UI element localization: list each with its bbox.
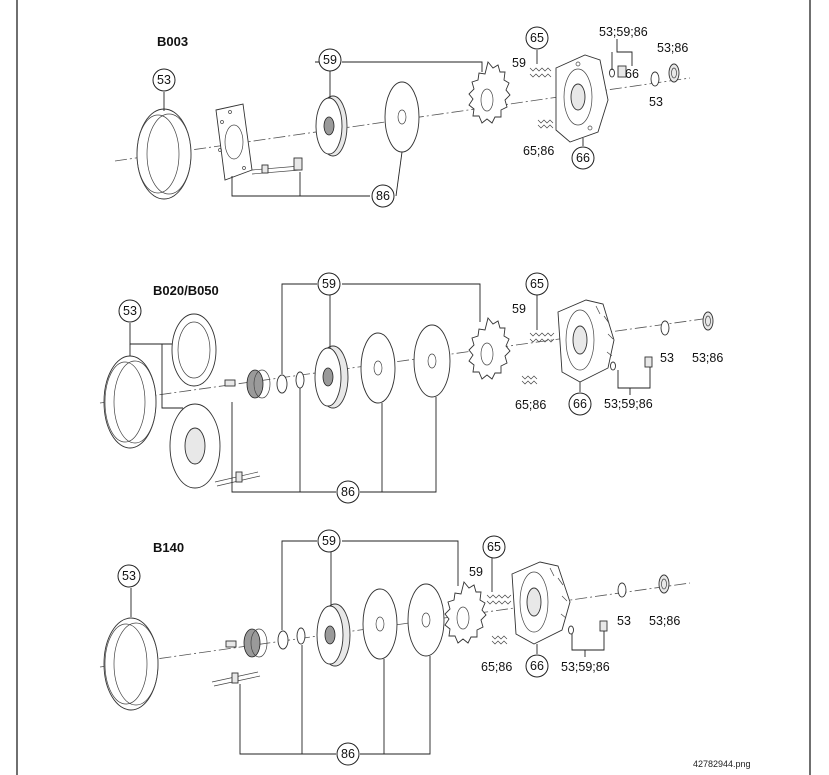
callout-53-bubble xyxy=(117,564,141,588)
pressure-plate xyxy=(316,603,351,667)
circlips xyxy=(277,627,306,650)
callout-53-label: 53 xyxy=(123,304,137,318)
label-53: 53 xyxy=(617,614,631,628)
label-53-59-86: 53;59;86 xyxy=(561,660,610,674)
callout-53-label: 53 xyxy=(157,73,171,87)
callout-65-bubble xyxy=(482,535,506,559)
bolt xyxy=(214,471,261,487)
callout-53-label: 53 xyxy=(122,569,136,583)
friction-disc-2 xyxy=(407,583,445,657)
section-title: B140 xyxy=(153,540,184,555)
back-plate xyxy=(215,103,253,181)
label-53-86: 53;86 xyxy=(692,351,723,365)
friction-disc-1 xyxy=(362,588,398,660)
center-axis xyxy=(99,317,711,404)
label-66-small: 66 xyxy=(625,67,639,81)
callout-65-bubble xyxy=(525,272,549,296)
callout-86-label: 86 xyxy=(341,747,355,761)
callout-86-label: 86 xyxy=(341,485,355,499)
callout-66-bubble xyxy=(568,392,592,416)
hub-gear xyxy=(225,628,268,658)
bolt xyxy=(211,671,261,687)
center-axis xyxy=(99,582,691,668)
friction-disc-1 xyxy=(360,332,396,404)
callout-86-bubble xyxy=(336,480,360,504)
brake-ring xyxy=(103,355,157,449)
springs xyxy=(529,67,554,129)
circlips xyxy=(276,371,305,394)
pressure-plate xyxy=(315,95,348,157)
section-title: B020/B050 xyxy=(153,283,219,298)
label-59-spring: 59 xyxy=(512,56,526,70)
label-65-86: 65;86 xyxy=(523,144,554,158)
pressure-plate xyxy=(314,345,349,409)
label-53-86: 53;86 xyxy=(649,614,680,628)
hub-gear xyxy=(224,369,271,399)
image-filename: 42782944.png xyxy=(693,759,751,769)
callout-59-bubble xyxy=(318,48,342,72)
right-small-parts xyxy=(610,311,714,371)
springs xyxy=(486,594,512,645)
callout-66-label: 66 xyxy=(530,659,544,673)
callout-59-label: 59 xyxy=(322,277,336,291)
section-b020-b050: B020/B050 xyxy=(99,272,723,504)
section-b003: B003 xyxy=(114,25,691,208)
springs xyxy=(521,332,555,385)
callout-59-bubble xyxy=(317,272,341,296)
label-53-86: 53;86 xyxy=(657,41,688,55)
callout-59-label: 59 xyxy=(322,534,336,548)
callout-66-bubble xyxy=(525,654,549,678)
section-b140: B140 xyxy=(99,529,691,766)
splined-disc xyxy=(468,317,511,380)
callout-66-bubble xyxy=(571,146,595,170)
label-65-86: 65;86 xyxy=(481,660,512,674)
friction-disc xyxy=(384,81,420,153)
callout-86-bubble xyxy=(371,184,395,208)
flange-plate xyxy=(169,403,221,489)
right-small-parts xyxy=(568,574,670,635)
screws xyxy=(251,157,303,175)
callout-53-bubble xyxy=(118,299,142,323)
label-53: 53 xyxy=(649,95,663,109)
housing xyxy=(555,54,609,143)
label-59-spring: 59 xyxy=(469,565,483,579)
brake-ring xyxy=(103,617,159,711)
callout-66-label: 66 xyxy=(576,151,590,165)
callout-86-label: 86 xyxy=(376,189,390,203)
housing xyxy=(511,561,571,645)
label-53-59-86: 53;59;86 xyxy=(599,25,648,39)
splined-disc xyxy=(444,581,487,644)
label-53: 53 xyxy=(660,351,674,365)
splined-disc xyxy=(468,61,511,124)
callout-59-bubble xyxy=(317,529,341,553)
flange-ring xyxy=(171,313,217,387)
label-53-59-86: 53;59;86 xyxy=(604,397,653,411)
callout-53-bubble xyxy=(152,68,176,92)
callout-86-bubble xyxy=(336,742,360,766)
label-59-spring: 59 xyxy=(512,302,526,316)
section-title: B003 xyxy=(157,34,188,49)
callout-65-label: 65 xyxy=(487,540,501,554)
callout-59-label: 59 xyxy=(323,53,337,67)
right-small-parts xyxy=(609,63,680,87)
callout-65-label: 65 xyxy=(530,277,544,291)
housing xyxy=(557,299,615,383)
brake-ring xyxy=(136,108,192,200)
callout-65-label: 65 xyxy=(530,31,544,45)
callout-66-label: 66 xyxy=(573,397,587,411)
friction-disc-2 xyxy=(413,324,451,398)
callout-65-bubble xyxy=(525,26,549,50)
label-65-86: 65;86 xyxy=(515,398,546,412)
